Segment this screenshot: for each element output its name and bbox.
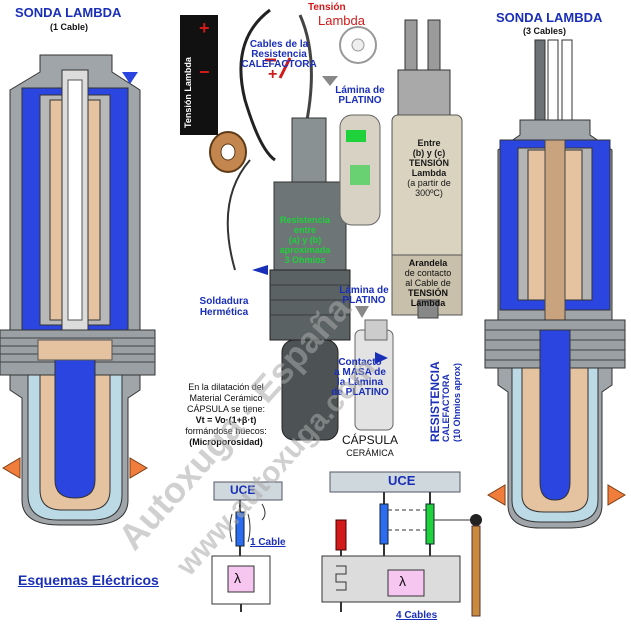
res-calef-line1: RESISTENCIA: [428, 361, 442, 442]
contacto-line2: a MASA de: [334, 367, 386, 378]
top-tension-line2: Lambda: [318, 13, 365, 28]
soldadura-label: Soldadura Hermética: [192, 296, 256, 318]
contacto-line3: la Lámina: [336, 377, 384, 388]
resistencia-entre-label: Resistencia entre (a) y (b) aproximada 3…: [272, 215, 338, 265]
lamina-top-line2: PLATINO: [338, 95, 382, 106]
arandela-line4: TENSIÓN: [407, 288, 448, 298]
res-entre-line4: aproximada: [279, 245, 331, 255]
entre-line5: (a partir de: [407, 178, 451, 188]
entre-line3: TENSIÓN: [408, 158, 449, 168]
center-sensor-photo: [180, 8, 463, 441]
right-sensor-title: SONDA LAMBDA: [496, 10, 603, 25]
tension-minus: −: [199, 62, 210, 82]
soldadura-line1: Soldadura: [199, 296, 249, 307]
lamina-mid-line1: Lámina de: [339, 285, 389, 296]
tension-plus: +: [199, 18, 210, 38]
res-entre-line5: 3 Ohmios: [284, 255, 326, 265]
cables-resistencia-line1: Cables de la: [249, 39, 309, 50]
entre-line1: Entre: [417, 138, 441, 148]
entre-line4: Lambda: [411, 168, 447, 178]
contacto-line4: de PLATINO: [331, 387, 389, 398]
esquema-1-cable-label: 1 Cable: [250, 537, 286, 548]
contacto-label: Contacto a MASA de la Lámina de PLATINO: [326, 358, 394, 398]
capsula-label: CÁPSULA CERÁMICA: [332, 434, 408, 460]
lamina-top-line1: Lámina de: [335, 85, 385, 96]
dilatacion-line4: Vt = Vo·(1+β·t): [195, 415, 257, 425]
uce-1-label: UCE: [230, 483, 256, 497]
top-tension-line1: Tensión: [308, 2, 346, 13]
arandela-line2: de contacto: [404, 268, 452, 278]
right-sensor-subtitle: (3 Cables): [523, 26, 567, 36]
lambda-1-symbol: λ: [234, 570, 241, 586]
arandela-label: Arandela de contacto al Cable de TENSIÓN…: [394, 258, 462, 308]
lambda-4-symbol: λ: [399, 573, 406, 589]
entre-line6: 300ºC): [415, 188, 443, 198]
uce-4-label: UCE: [388, 473, 416, 488]
left-sensor-title: SONDA LAMBDA: [15, 5, 122, 20]
resistencia-calefactora-label: RESISTENCIA CALEFACTORA (10 Ohmios aprox…: [428, 361, 463, 442]
lamina-mid-line2: PLATINO: [342, 295, 386, 306]
left-sensor-cutaway: [0, 54, 156, 526]
cables-resistencia-line2: Resistencia: [251, 49, 307, 60]
schematic-1-cable: [211, 481, 283, 612]
left-sensor-subtitle: (1 Cable): [50, 22, 89, 32]
res-entre-line1: Resistencia: [279, 215, 331, 225]
esquemas-electricos-title: Esquemas Eléctricos: [18, 572, 159, 588]
res-entre-line2: entre: [293, 225, 316, 235]
arandela-line5: Lambda: [410, 298, 446, 308]
cables-resistencia-label: Cables de la Resistencia CALEFACTORA: [240, 40, 318, 70]
contacto-line1: Contacto: [338, 357, 382, 368]
esquema-4-cables-label: 4 Cables: [396, 610, 438, 621]
tension-box-label: Tensión Lambda: [183, 57, 193, 128]
right-sensor-cutaway: [484, 39, 626, 529]
soldadura-line2: Hermética: [199, 307, 249, 318]
res-entre-line3: (a) y (b): [288, 235, 322, 245]
capsula-line2: CERÁMICA: [346, 448, 394, 458]
res-calef-line2: CALEFACTORA: [441, 374, 451, 442]
capsula-line1: CÁPSULA: [341, 433, 399, 447]
cables-resistencia-line3: CALEFACTORA: [241, 59, 317, 70]
dilatacion-text: En la dilatación del Material Cerámico C…: [172, 382, 280, 448]
arandela-line1: Arandela: [408, 258, 448, 268]
lamina-platino-top-label: Lámina de PLATINO: [330, 86, 390, 106]
schematic-4-cables: [321, 471, 482, 617]
dilatacion-line3: CÁPSULA se tiene:: [186, 404, 266, 414]
dilatacion-line6: (Microporosidad): [189, 437, 263, 447]
cables-plus: +: [268, 66, 278, 83]
dilatacion-line1: En la dilatación del: [188, 382, 264, 392]
entre-label: Entre (b) y (c) TENSIÓN Lambda (a partir…: [396, 138, 462, 198]
res-calef-line3: (10 Ohmios aprox): [452, 362, 462, 442]
dilatacion-line2: Material Cerámico: [189, 393, 263, 403]
lamina-platino-mid-label: Lámina de PLATINO: [334, 286, 394, 306]
entre-line2: (b) y (c): [412, 148, 446, 158]
arandela-line3: al Cable de: [405, 278, 451, 288]
dilatacion-line5: formándose huecos:: [185, 426, 267, 436]
